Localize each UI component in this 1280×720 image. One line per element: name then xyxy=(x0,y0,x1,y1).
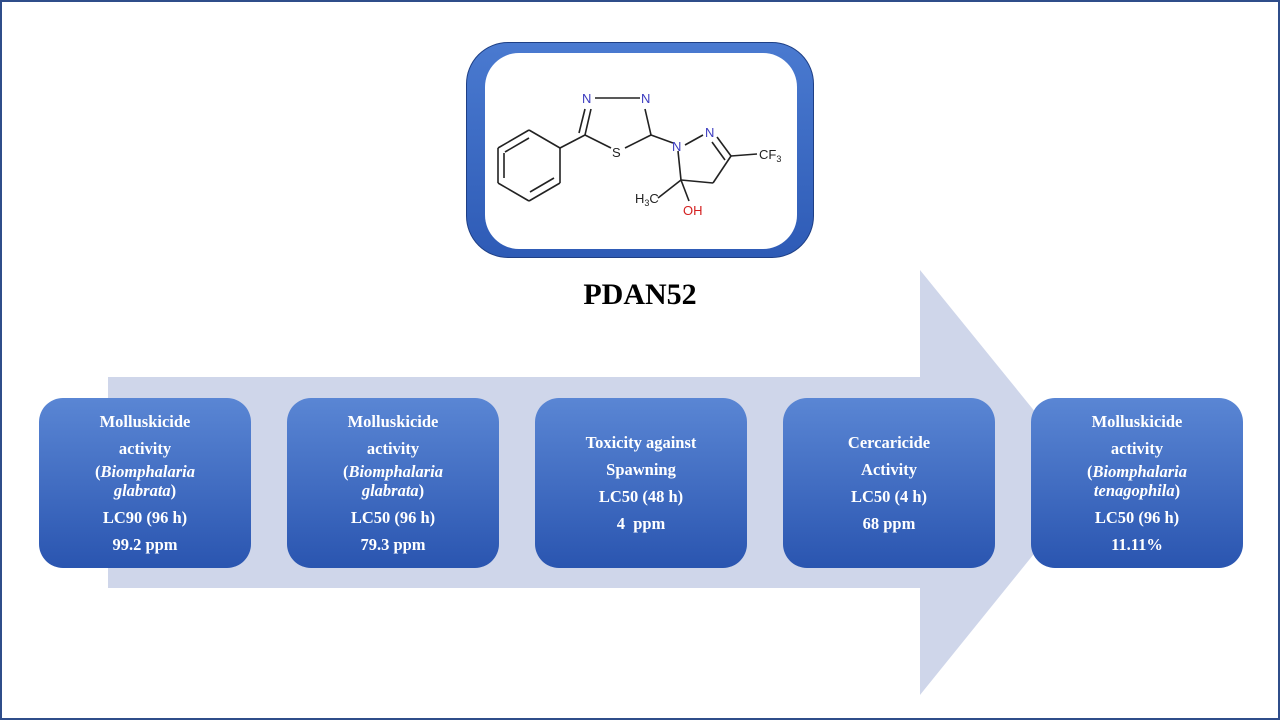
molecule-panel: N N S N N CF3 H3C OH xyxy=(485,53,797,249)
atom-n1: N xyxy=(582,91,591,106)
species: (Biomphalaria xyxy=(1087,462,1187,481)
atom-n2: N xyxy=(641,91,650,106)
step-metric: LC50 (4 h) xyxy=(850,487,928,506)
step-title-2: activity xyxy=(1110,439,1164,458)
atom-h3c: H3C xyxy=(635,191,659,208)
step-title-2: Spawning xyxy=(606,460,676,479)
step-title-1: Molluskicide xyxy=(1091,412,1183,431)
step-metric: LC90 (96 h) xyxy=(102,508,188,527)
atom-n4: N xyxy=(705,125,714,140)
atom-cf3: CF3 xyxy=(759,147,781,164)
step-title-2: activity xyxy=(366,439,420,458)
step-title-2: activity xyxy=(118,439,172,458)
atom-n3: N xyxy=(672,139,681,154)
step-spawning-toxicity: Toxicity against Spawning LC50 (48 h) 4 … xyxy=(535,398,747,568)
molecule-frame: N N S N N CF3 H3C OH xyxy=(466,42,814,258)
step-title-2: Activity xyxy=(861,460,917,479)
step-title-1: Molluskicide xyxy=(99,412,191,431)
species: (Biomphalaria xyxy=(343,462,443,481)
step-title-1: Toxicity against xyxy=(585,433,697,452)
step-value: 68 ppm xyxy=(862,514,916,533)
step-molluskicide-tenagophila: Molluskicide activity (Biomphalaria tena… xyxy=(1031,398,1243,568)
atom-oh: OH xyxy=(683,203,703,218)
step-title-1: Molluskicide xyxy=(347,412,439,431)
species: (Biomphalaria xyxy=(95,462,195,481)
step-metric: LC50 (96 h) xyxy=(1094,508,1180,527)
step-molluskicide-lc50: Molluskicide activity (Biomphalaria glab… xyxy=(287,398,499,568)
step-cercaricide: Cercaricide Activity LC50 (4 h) 68 ppm xyxy=(783,398,995,568)
step-value: 79.3 ppm xyxy=(360,535,426,554)
structure-diagram: N N S N N CF3 H3C OH xyxy=(497,91,781,218)
step-value: 99.2 ppm xyxy=(112,535,178,554)
step-metric: LC50 (48 h) xyxy=(598,487,684,506)
step-value: 4 ppm xyxy=(616,514,666,533)
bonds xyxy=(497,97,758,202)
atom-s: S xyxy=(612,145,621,160)
compound-name: PDAN52 xyxy=(583,278,697,311)
step-value: 11.11% xyxy=(1111,535,1163,554)
step-metric: LC50 (96 h) xyxy=(350,508,436,527)
species-epithet: tenagophila) xyxy=(1093,481,1181,500)
species-epithet: glabrata) xyxy=(361,481,425,500)
step-title-1: Cercaricide xyxy=(847,433,931,452)
species-epithet: glabrata) xyxy=(113,481,177,500)
step-molluskicide-lc90: Molluskicide activity (Biomphalaria glab… xyxy=(39,398,251,568)
